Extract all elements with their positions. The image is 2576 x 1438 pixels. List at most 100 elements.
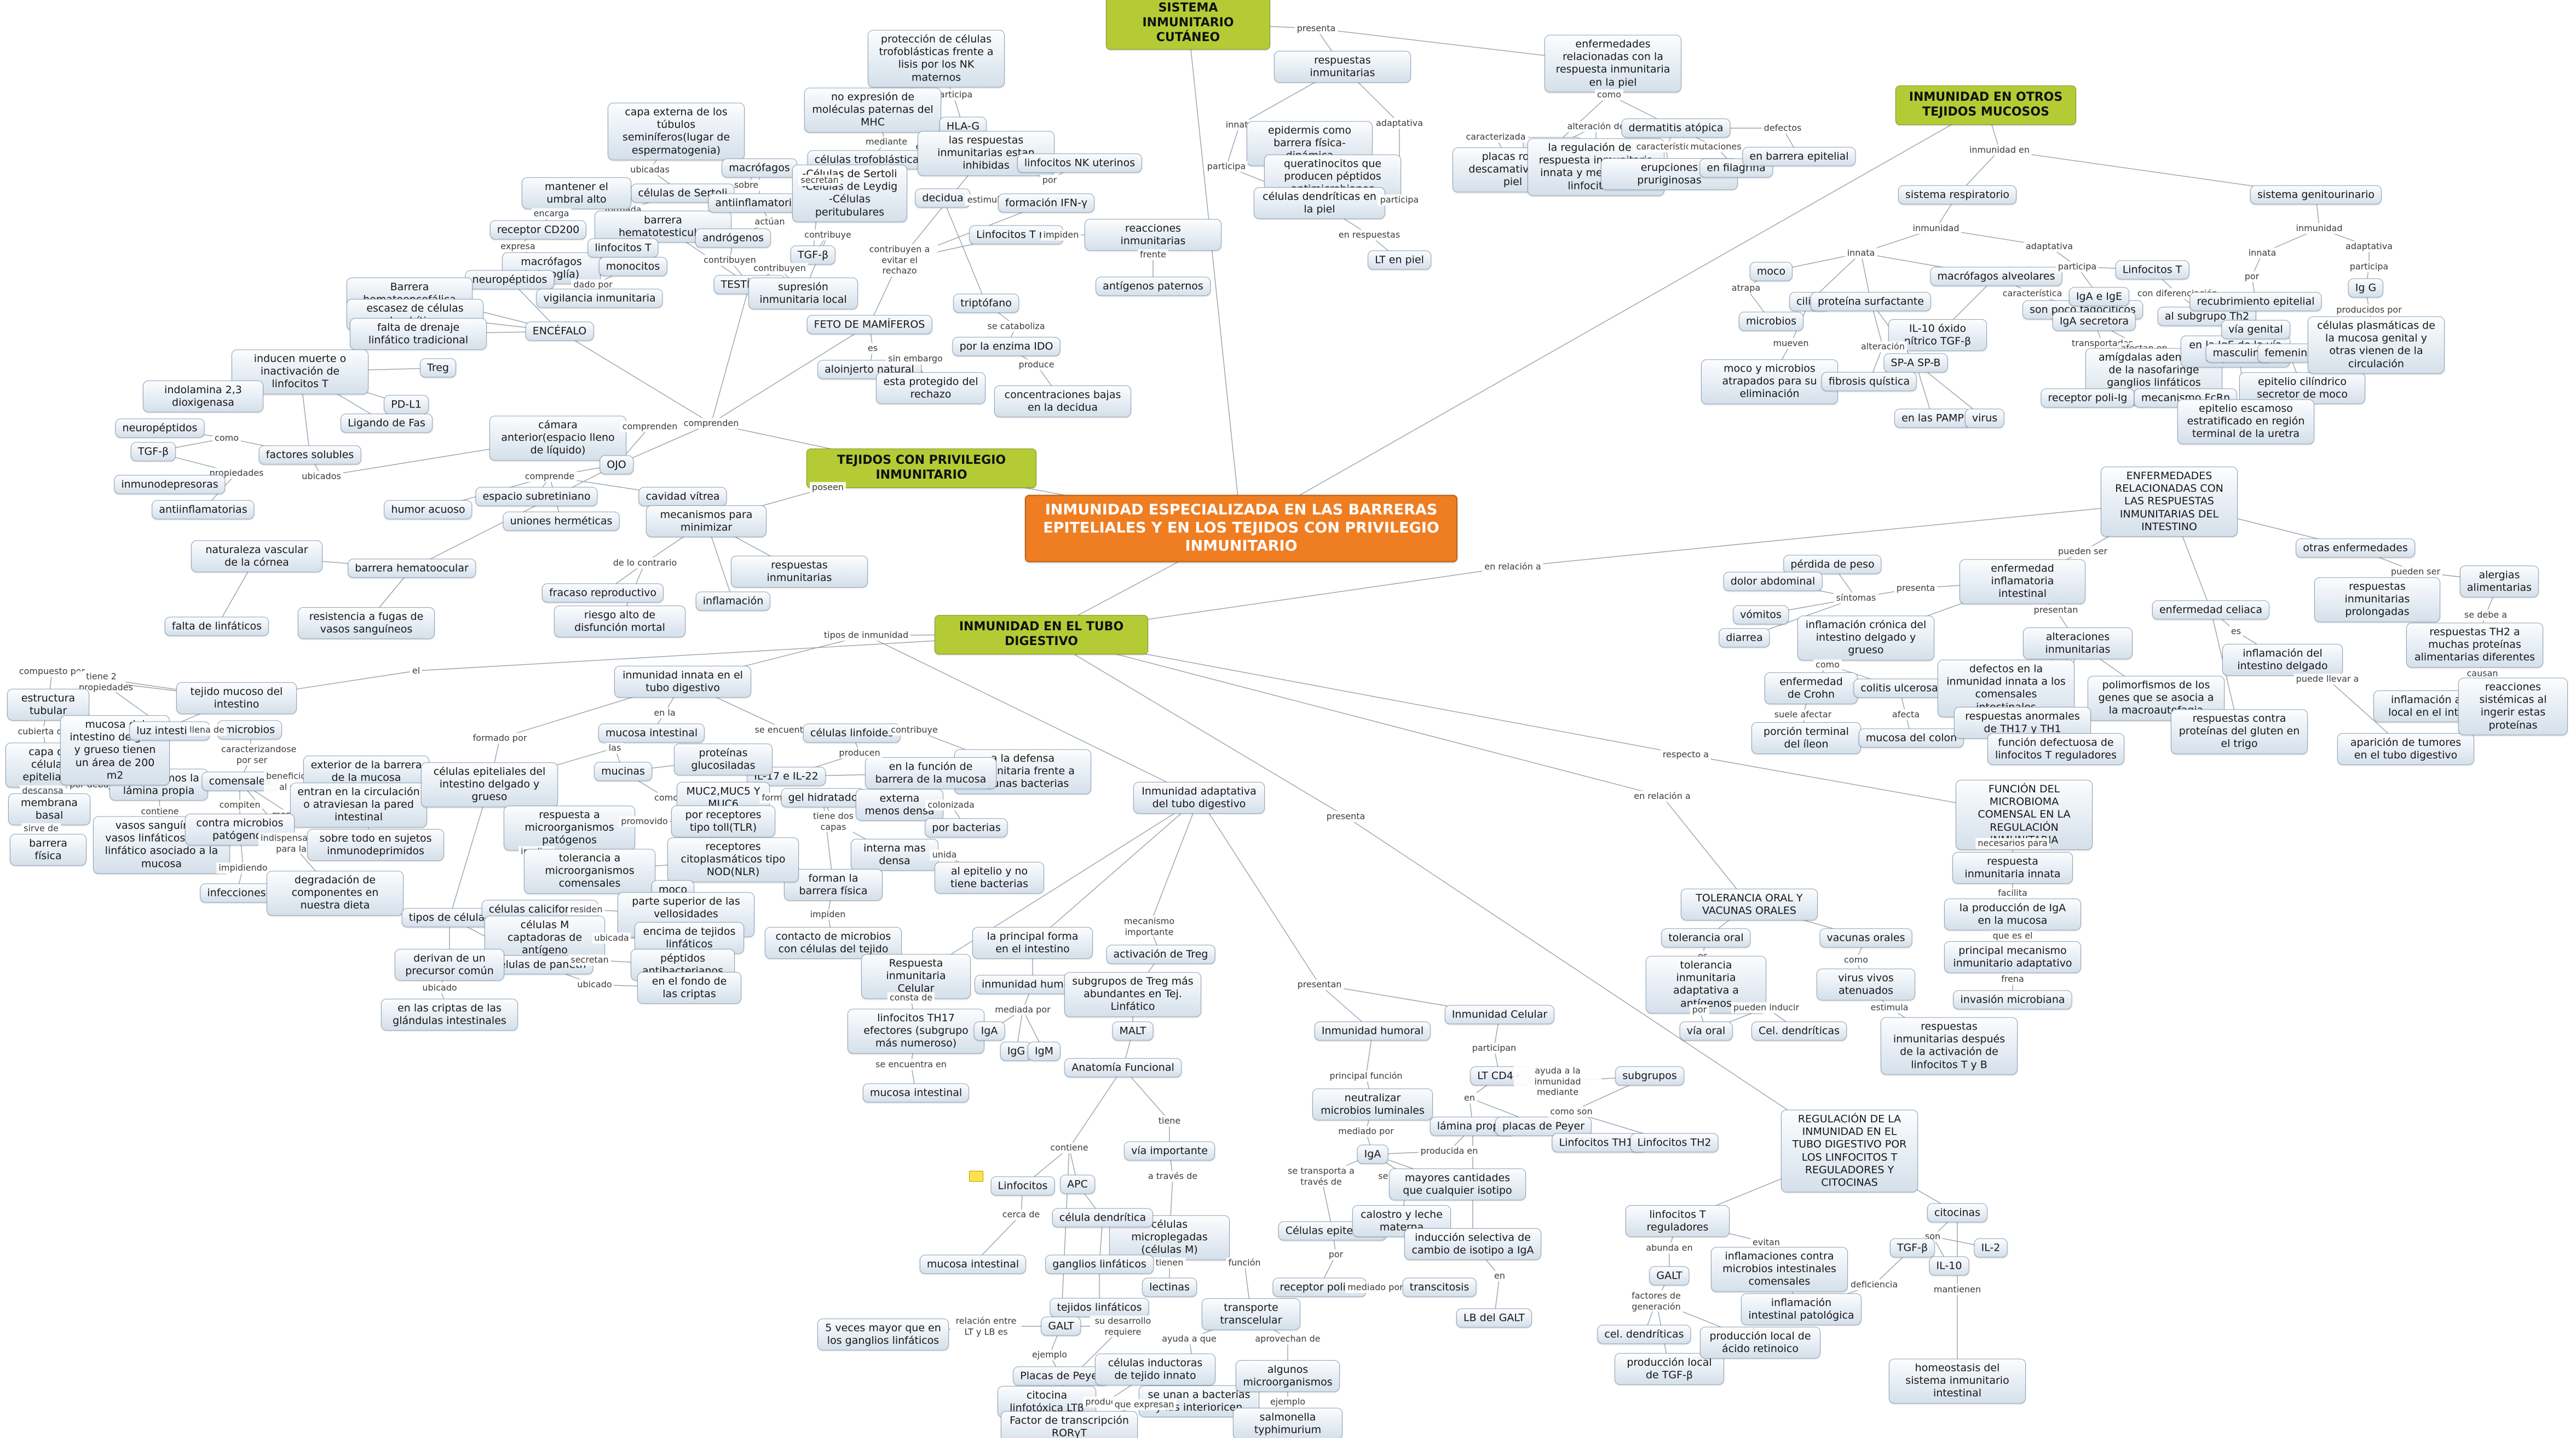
concept-node[interactable]: monocitos [598, 257, 667, 277]
concept-node[interactable]: PD-L1 [384, 395, 429, 415]
concept-node[interactable]: inducción selectiva de cambio de isotipo… [1404, 1228, 1541, 1261]
concept-node[interactable]: Linfocitos [990, 1176, 1055, 1196]
concept-node[interactable]: células linfoides [803, 723, 901, 743]
concept-node[interactable]: REGULACIÓN DE LA INMUNIDAD EN EL TUBO DI… [1781, 1109, 1918, 1193]
concept-node[interactable]: enfermedades relacionadas con la respues… [1545, 34, 1681, 93]
concept-node[interactable]: célula dendrítica [1052, 1208, 1154, 1228]
concept-node[interactable]: subgrupos [1615, 1066, 1684, 1086]
concept-node[interactable]: IL-10 óxido nítrico TGF-β [1888, 319, 1987, 352]
concept-node[interactable]: protección de células trofoblásticas fre… [868, 30, 1005, 88]
concept-node[interactable]: TGF-β [790, 245, 836, 265]
concept-node[interactable]: mecanismos para minimizar [646, 505, 767, 538]
concept-node[interactable]: inmunidad innata en el tubo digestivo [614, 665, 751, 698]
concept-node[interactable]: triptófano [953, 294, 1019, 313]
concept-node[interactable]: respuesta inmunitaria innata [1952, 852, 2073, 884]
concept-node[interactable]: naturaleza vascular de la córnea [191, 540, 322, 573]
concept-node[interactable]: inflamación del intestino delgado [2222, 643, 2343, 676]
concept-node[interactable]: respuesta a microorganismos patógenos [504, 806, 635, 850]
concept-node[interactable]: invasión microbiana [1953, 990, 2072, 1010]
concept-node[interactable]: -Células de Sertoli -Células de Leydig -… [792, 164, 907, 222]
concept-node[interactable]: en las PAMP [1894, 409, 1971, 428]
concept-node[interactable]: GALT [1649, 1266, 1690, 1286]
concept-node[interactable]: IgG [1000, 1042, 1033, 1061]
concept-node[interactable]: mucosa intestinal [919, 1255, 1027, 1274]
concept-node[interactable]: en el fondo de las criptas [637, 971, 741, 1004]
concept-node[interactable]: aparición de tumores en el tubo digestiv… [2337, 733, 2474, 766]
concept-node[interactable]: no expresión de moléculas paternas del M… [804, 88, 941, 133]
concept-node[interactable]: contacto de microbios con células del te… [765, 927, 902, 959]
concept-node[interactable]: inducen muerte o inactivación de linfoci… [232, 349, 368, 394]
concept-node[interactable]: factores solubles [258, 445, 361, 465]
concept-node[interactable]: lectinas [1142, 1278, 1197, 1297]
concept-node[interactable]: colitis ulcerosa [1853, 678, 1945, 698]
concept-node[interactable]: Linfocitos T reg [969, 225, 1063, 245]
concept-node[interactable]: fibrosis quística [1821, 372, 1917, 392]
concept-node[interactable]: IL-2 [1974, 1238, 2008, 1258]
concept-node[interactable]: respuestas inmunitarias prolongadas [2314, 577, 2440, 622]
topic-node[interactable]: INMUNIDAD EN OTROS TEJIDOS MUCOSOS [1895, 85, 2076, 125]
concept-node[interactable]: la principal forma en el intestino [972, 927, 1093, 959]
concept-node[interactable]: microbios [217, 720, 283, 740]
concept-node[interactable]: por bacterias [925, 818, 1008, 838]
concept-node[interactable]: linfocitos T reguladores [1626, 1205, 1730, 1238]
concept-node[interactable]: uniones herméticas [503, 511, 620, 531]
concept-node[interactable]: enfermedad celiaca [2152, 600, 2270, 620]
concept-node[interactable]: Linfocitos TH2 [1630, 1133, 1719, 1153]
concept-node[interactable]: GALT [1041, 1316, 1081, 1336]
concept-node[interactable]: dermatitis atópica [1621, 118, 1731, 138]
concept-node[interactable]: ENCÉFALO [525, 321, 594, 341]
concept-node[interactable]: al epitelio y no tiene bacterias [935, 861, 1044, 894]
concept-node[interactable]: Linfocitos T [2115, 260, 2189, 280]
concept-node[interactable]: células M captadoras de antígeno [485, 916, 605, 960]
concept-node[interactable]: mantener el umbral alto [522, 177, 631, 210]
concept-node[interactable]: ganglios linfáticos [1045, 1255, 1154, 1274]
concept-node[interactable]: andrógenos [695, 228, 771, 248]
concept-node[interactable]: receptores citoplasmáticos tipo NOD(NLR) [667, 837, 799, 882]
concept-node[interactable]: falta de linfáticos [164, 617, 269, 636]
concept-node[interactable]: alteraciones inmunitarias [2023, 627, 2133, 660]
concept-node[interactable]: resistencia a fugas de vasos sanguíneos [298, 607, 435, 640]
concept-node[interactable]: moco y microbios atrapados para su elimi… [1701, 359, 1838, 404]
concept-node[interactable]: IL-10 [1929, 1256, 1969, 1276]
concept-node[interactable]: vía importante [1124, 1141, 1215, 1161]
sticky-note[interactable] [969, 1171, 983, 1182]
concept-node[interactable]: Inmunidad adaptativa del tubo digestivo [1133, 781, 1265, 814]
concept-node[interactable]: 5 veces mayor que en los ganglios linfát… [817, 1318, 949, 1351]
concept-node[interactable]: producción local de ácido retinoico [1700, 1326, 1820, 1359]
concept-node[interactable]: células plasmáticas de la mucosa genital… [2308, 316, 2445, 374]
concept-node[interactable]: vía genital [2221, 320, 2290, 340]
concept-node[interactable]: indolamina 2,3 dioxigenasa [143, 380, 263, 413]
concept-node[interactable]: sistema genitourinario [2250, 185, 2382, 205]
concept-node[interactable]: inflamaciones contra microbios intestina… [1711, 1247, 1848, 1292]
concept-node[interactable]: linfocitos NK uterinos [1017, 153, 1143, 173]
concept-node[interactable]: citocinas [1927, 1203, 1988, 1223]
concept-node[interactable]: APC [1060, 1175, 1095, 1194]
concept-node[interactable]: Ig G [2348, 278, 2384, 298]
concept-node[interactable]: tolerancia oral [1661, 928, 1751, 948]
concept-node[interactable]: barrera física [10, 833, 87, 866]
concept-node[interactable]: gel hidratado [781, 788, 865, 808]
concept-node[interactable]: Placas de Peyer [1013, 1366, 1109, 1386]
concept-node[interactable]: virus [1964, 409, 2005, 428]
concept-node[interactable]: forman la barrera física [784, 868, 883, 901]
concept-node[interactable]: respuestas contra proteínas del gluten e… [2171, 709, 2308, 754]
concept-node[interactable]: infecciones [200, 883, 273, 903]
concept-node[interactable]: macrófagos [722, 158, 797, 178]
concept-node[interactable]: vacunas orales [1819, 928, 1912, 948]
concept-node[interactable]: Anatomía Funcional [1064, 1058, 1182, 1078]
concept-node[interactable]: en las criptas de las glándulas intestin… [381, 998, 518, 1031]
concept-node[interactable]: mucinas [594, 762, 652, 781]
concept-node[interactable]: en la función de barrera de la mucosa [865, 757, 996, 790]
topic-node[interactable]: INMUNIDAD EN EL TUBO DIGESTIVO [935, 615, 1148, 654]
concept-node[interactable]: IgA e IgE [2068, 287, 2130, 307]
concept-node[interactable]: pérdida de peso [1783, 555, 1882, 574]
concept-node[interactable]: tejido mucoso del intestino [176, 682, 297, 715]
concept-node[interactable]: producción local de TGF-β [1615, 1353, 1724, 1385]
concept-node[interactable]: FUNCIÓN DEL MICROBIOMA COMENSAL EN LA RE… [1956, 780, 2093, 850]
concept-node[interactable]: entran en la circulación o atraviesan la… [290, 783, 427, 827]
concept-node[interactable]: IgA secretora [2052, 312, 2136, 331]
concept-node[interactable]: ENFERMEDADES RELACIONADAS CON LAS RESPUE… [2101, 467, 2238, 537]
concept-node[interactable]: degradación de componentes en nuestra di… [267, 871, 404, 916]
concept-node[interactable]: formación IFN-γ [998, 193, 1095, 213]
concept-node[interactable]: SP-A SP-B [1883, 353, 1948, 373]
